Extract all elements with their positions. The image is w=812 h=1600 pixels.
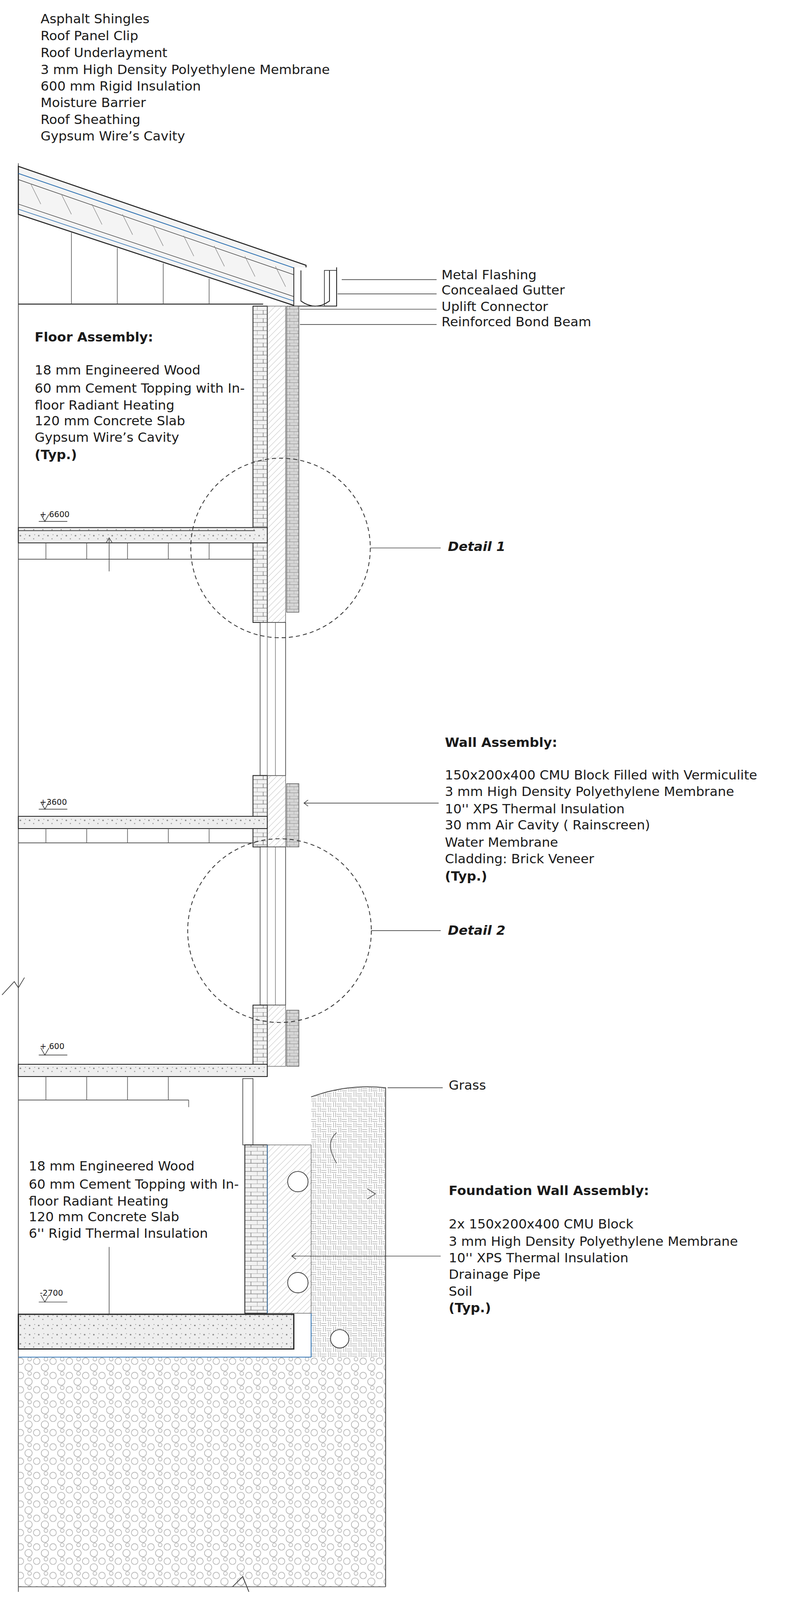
annotation-label: Drainage Pipe [448,1265,541,1282]
annotation-label: 18 mm Engineered Wood [34,362,201,379]
annotation-label: Water Membrane [444,833,559,851]
annotation-label: 30 mm Air Cavity ( Rainscreen) [444,816,651,833]
annotation-label: Concealaed Gutter [441,282,565,299]
annotation-label: (Typ.) [34,446,77,463]
annotation-label: 120 mm Concrete Slab [28,1208,180,1225]
annotation-label: 600 mm Rigid Insulation [40,78,201,95]
annotation-label: Floor Assembly: [34,329,154,346]
annotation-label: Soil [448,1282,473,1299]
annotation-label: Asphalt Shingles [40,10,150,28]
annotation-label: 3 mm High Density Polyethylene Membrane [448,1232,738,1249]
annotation-label: 60 mm Cement Topping with In-floor Radia… [28,1174,241,1209]
annotation-label: 18 mm Engineered Wood [28,1157,195,1174]
annotation-label: Gypsum Wire’s Cavity [34,429,180,446]
annotation-label: Roof Panel Clip [40,27,139,44]
annotation-label: 2x 150x200x400 CMU Block [448,1215,634,1232]
annotation-label: 150x200x400 CMU Block Filled with Vermic… [444,766,758,783]
annotation-label: Detail 1 [447,538,506,555]
annotation-label: Roof Underlayment [40,44,168,61]
annotation-label: + 6600 [39,509,70,519]
annotation-label: 6'' Rigid Thermal Insulation [28,1224,209,1241]
annotation-label: Roof Sheathing [40,111,141,128]
annotation-label: (Typ.) [444,867,488,884]
annotation-label: 60 mm Cement Topping with In-floor Radia… [34,379,247,414]
annotation-label: Detail 2 [447,921,506,939]
annotation-label: Uplift Connector [441,298,549,315]
annotation-label: 10'' XPS Thermal Insulation [444,800,625,817]
annotation-label: Foundation Wall Assembly: [448,1182,650,1199]
annotation-label: Gypsum Wire’s Cavity [40,128,186,145]
annotation-label: Grass [448,1076,486,1093]
annotation-label: 10'' XPS Thermal Insulation [448,1249,629,1266]
annotation-label: Reinforced Bond Beam [441,313,592,330]
annotation-label: Metal Flashing [441,266,537,283]
annotation-label: (Typ.) [448,1299,492,1316]
annotation-label: Cladding: Brick Veneer [444,850,595,867]
annotation-label: Moisture Barrier [40,94,146,111]
annotation-label: 120 mm Concrete Slab [34,412,186,429]
annotation-label: + 600 [39,1040,65,1051]
annotation-label: 3 mm High Density Polyethylene Membrane [40,61,330,78]
annotation-label: 3 mm High Density Polyethylene Membrane [444,783,735,800]
annotation-label: Wall Assembly: [444,734,558,751]
annotation-label: -2700 [39,1287,64,1298]
annotation-label: +3600 [39,796,67,807]
